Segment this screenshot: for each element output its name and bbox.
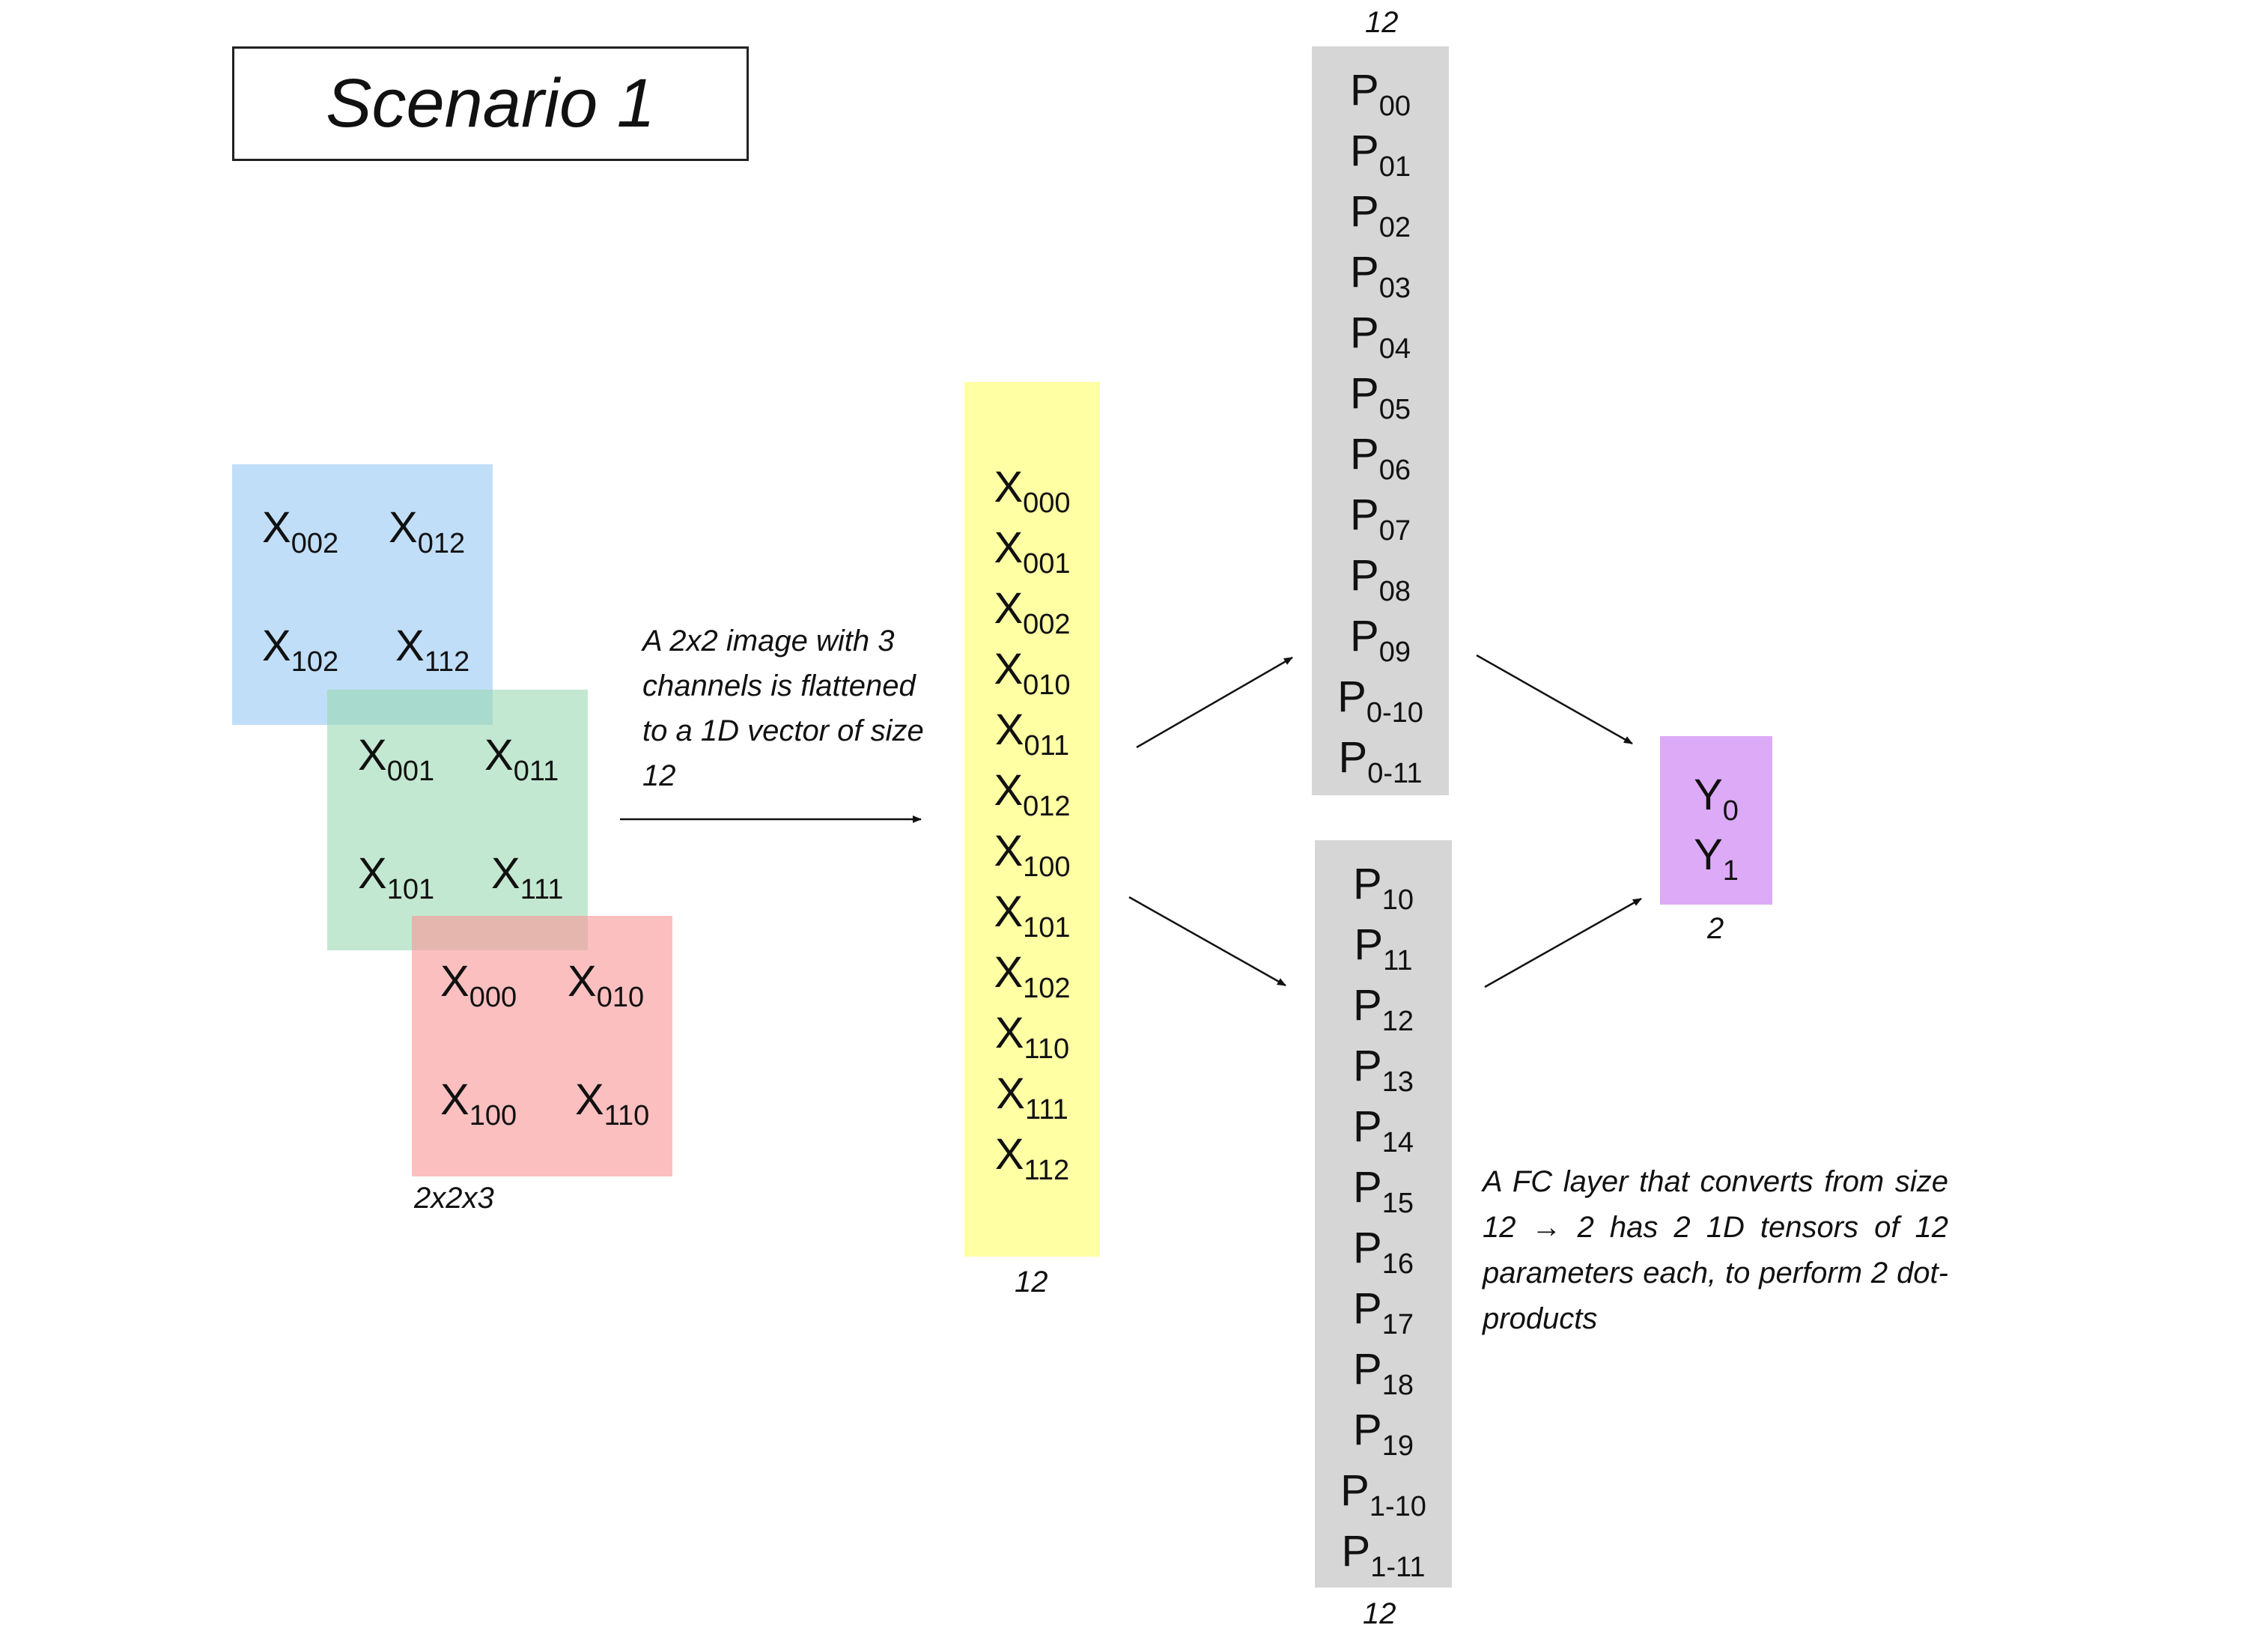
param-p01: P01 xyxy=(1350,127,1411,183)
input-cell-x002: X002 xyxy=(262,503,339,559)
param-p18: P18 xyxy=(1353,1345,1414,1401)
channel-2-square xyxy=(232,464,493,725)
param-p10: P10 xyxy=(1353,860,1414,916)
param-p0-10: P0-10 xyxy=(1337,672,1423,729)
vector-item-x102: X102 xyxy=(994,948,1071,1004)
input-cell-x111: X111 xyxy=(491,849,564,905)
scenario-title-box: Scenario 1 xyxy=(232,46,749,161)
input-cell-x000: X000 xyxy=(440,957,517,1013)
param-p09: P09 xyxy=(1350,612,1411,668)
vector-item-x100: X100 xyxy=(994,827,1071,883)
output-item-y1: Y1 xyxy=(1694,830,1739,887)
param-p11: P11 xyxy=(1354,920,1413,977)
param-p17: P17 xyxy=(1353,1284,1414,1340)
input-cell-x011: X011 xyxy=(484,731,559,787)
param-p07: P07 xyxy=(1350,490,1411,547)
channel-0-square xyxy=(412,916,672,1176)
vector-item-x110: X110 xyxy=(994,1009,1070,1065)
vector-item-x111: X111 xyxy=(996,1069,1068,1126)
scenario-title: Scenario 1 xyxy=(326,65,655,142)
input-cell-x001: X001 xyxy=(358,731,435,787)
input-cell-x102: X102 xyxy=(262,622,339,678)
params-0-to-output-arrow xyxy=(1476,654,1633,745)
vector-item-x001: X001 xyxy=(994,523,1071,580)
params-1-to-output-arrow xyxy=(1484,897,1642,988)
input-cell-x101: X101 xyxy=(358,849,435,905)
flattened-vector-size-label: 12 xyxy=(1015,1266,1048,1299)
vector-to-params-0-arrow xyxy=(1136,656,1293,749)
param-p14: P14 xyxy=(1353,1102,1414,1158)
input-cell-x100: X100 xyxy=(440,1075,517,1132)
output-size-label: 2 xyxy=(1707,912,1724,945)
param-p0-11: P0-11 xyxy=(1338,733,1423,789)
vector-item-x112: X112 xyxy=(994,1130,1070,1186)
param-p00: P00 xyxy=(1350,66,1411,122)
input-cell-x110: X110 xyxy=(575,1075,650,1132)
param-p16: P16 xyxy=(1353,1224,1414,1280)
fc-description: A FC layer that converts from size 12 → … xyxy=(1483,1165,1948,1335)
param-p08: P08 xyxy=(1350,551,1411,607)
input-cell-x012: X012 xyxy=(389,503,466,559)
vector-item-x011: X011 xyxy=(994,705,1070,762)
input-shape-label: 2x2x3 xyxy=(414,1182,494,1215)
param-p1-10: P1-10 xyxy=(1340,1466,1426,1522)
input-cell-x112: X112 xyxy=(395,622,470,678)
vector-item-x010: X010 xyxy=(994,645,1071,701)
param-p05: P05 xyxy=(1350,369,1411,425)
param-p1-11: P1-11 xyxy=(1341,1527,1426,1583)
param-p12: P12 xyxy=(1353,981,1414,1037)
output-item-y0: Y0 xyxy=(1694,771,1739,827)
flatten-description: A 2x2 image with 3 channels is flattened… xyxy=(642,625,924,792)
vector-item-x012: X012 xyxy=(994,766,1071,822)
vector-item-x002: X002 xyxy=(994,584,1071,640)
vector-item-x101: X101 xyxy=(994,887,1071,944)
input-cell-x010: X010 xyxy=(568,957,645,1013)
vector-item-x000: X000 xyxy=(994,463,1071,519)
param-p19: P19 xyxy=(1353,1406,1414,1462)
param-p15: P15 xyxy=(1353,1163,1414,1219)
param-p13: P13 xyxy=(1353,1042,1414,1098)
params-0-size-label: 12 xyxy=(1365,6,1399,39)
channel-1-square xyxy=(327,690,588,950)
param-p06: P06 xyxy=(1350,430,1411,486)
param-p02: P02 xyxy=(1350,187,1411,243)
param-p03: P03 xyxy=(1350,248,1411,304)
vector-to-params-1-arrow xyxy=(1128,896,1286,987)
param-p04: P04 xyxy=(1350,309,1411,365)
